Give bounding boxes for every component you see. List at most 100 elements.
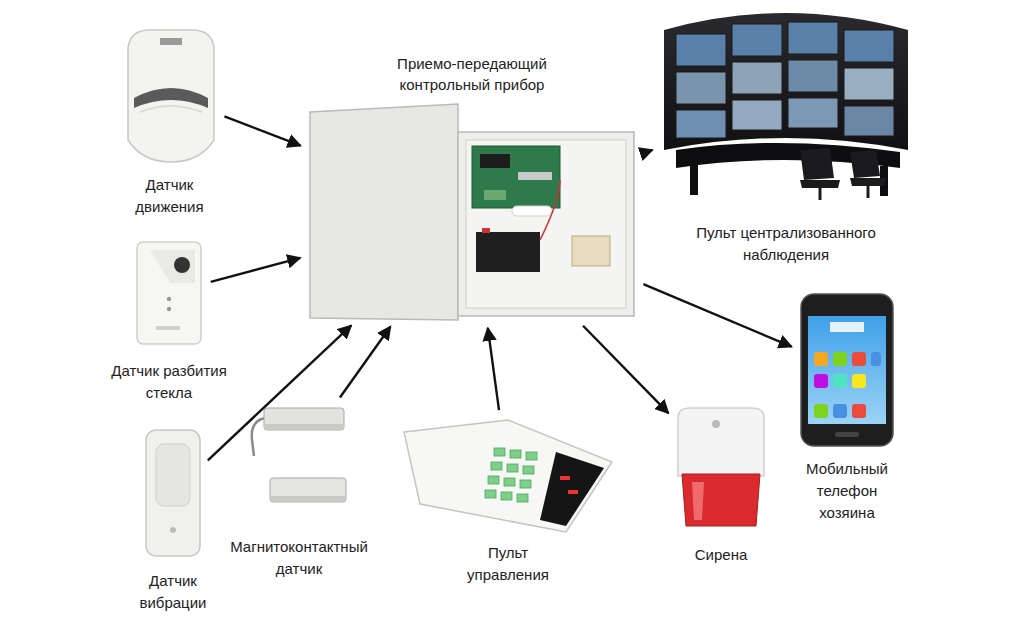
sensor-body <box>137 242 201 344</box>
app-icon <box>814 352 828 366</box>
keypad-button <box>491 462 502 470</box>
sensor-logo <box>156 326 180 330</box>
device-node: Датчик разбития стекла <box>135 240 203 346</box>
device-label: Приемо-передающий контрольный прибор <box>367 53 577 97</box>
device-node: Сирена <box>674 406 768 528</box>
device-node: Датчик движения <box>122 28 217 162</box>
keypad-buttons <box>485 448 537 502</box>
cable-slot <box>512 206 552 216</box>
video-screen <box>732 24 782 56</box>
phone-body <box>801 294 893 446</box>
keypad-button <box>507 464 518 472</box>
contact-part <box>264 408 344 430</box>
device-node: Датчик вибрации <box>144 428 202 558</box>
device-label: Пульт централизованного наблюдения <box>666 222 906 266</box>
device-node: Пульт управления <box>402 418 614 534</box>
keypad-led <box>560 476 570 480</box>
siren-body <box>678 408 764 476</box>
monitoring-station-picture <box>664 13 908 200</box>
keypad-led <box>568 490 578 494</box>
chair-leg <box>819 188 822 200</box>
glass-break-sensor-picture <box>137 242 201 344</box>
app-icon <box>871 352 881 366</box>
device-node: Магнитоконтактный датчик <box>250 404 348 506</box>
keypad-body <box>404 420 612 532</box>
sensor-body <box>128 30 214 162</box>
phone-clock <box>830 322 864 332</box>
video-screen <box>788 22 838 54</box>
keypad-button <box>526 452 537 460</box>
circuit-board <box>472 146 560 208</box>
keypad-display <box>540 452 604 526</box>
app-icon <box>852 404 866 418</box>
battery <box>476 232 540 272</box>
transformer <box>572 236 610 266</box>
video-screen <box>844 68 894 100</box>
arrow-connector <box>583 326 668 413</box>
video-screen <box>676 34 726 66</box>
device-label: Датчик вибрации <box>125 570 221 614</box>
chair <box>850 178 886 186</box>
siren-lamp <box>682 474 760 526</box>
device-node: Мобильный телефон хозяина <box>799 292 895 448</box>
app-icons <box>814 352 881 418</box>
magnet-part <box>270 496 346 502</box>
video-screen <box>676 110 726 138</box>
keypad-button <box>510 450 521 458</box>
board-part <box>484 190 506 200</box>
keypad-button <box>501 492 512 500</box>
sensor-led <box>167 307 171 311</box>
video-screen <box>788 60 838 92</box>
keypad-button <box>485 490 496 498</box>
keypad-button <box>517 494 528 502</box>
contact-part <box>264 424 344 430</box>
siren-led <box>712 420 720 428</box>
siren-picture <box>678 408 764 526</box>
keypad-button <box>523 466 534 474</box>
phone-screen <box>808 316 886 424</box>
arrow-connector <box>488 328 499 410</box>
video-screen <box>844 106 894 136</box>
chair <box>800 148 834 180</box>
arrow-connector <box>208 325 351 460</box>
arrow-connector <box>643 284 791 346</box>
keypad-button <box>504 478 515 486</box>
video-screen <box>676 72 726 104</box>
video-wall <box>664 13 908 150</box>
control-panel-picture <box>310 104 634 320</box>
chair <box>800 180 840 188</box>
battery-terminal <box>482 228 490 233</box>
panel-door <box>310 104 458 320</box>
desk-leg <box>690 165 698 195</box>
app-icon <box>814 374 828 388</box>
video-screen <box>732 62 782 94</box>
sensor-face <box>156 444 190 506</box>
device-label: Сирена <box>671 544 771 566</box>
video-screen <box>788 98 838 128</box>
sensor-body <box>146 430 200 556</box>
video-screens <box>676 22 894 138</box>
chair-leg <box>867 186 870 198</box>
panel-inner <box>466 140 626 308</box>
phone-button <box>835 432 859 437</box>
keypad-button <box>520 480 531 488</box>
device-label: Магнитоконтактный датчик <box>219 536 379 580</box>
device-node: Приемо-передающий контрольный прибор <box>308 104 636 320</box>
mobile-phone-picture <box>801 294 893 446</box>
sensor-led <box>167 297 171 301</box>
siren-highlight <box>692 482 704 520</box>
magnetic-contact-picture <box>252 408 346 502</box>
board-terminal <box>518 172 552 180</box>
app-icon <box>833 374 847 388</box>
sensor-edge <box>140 106 202 112</box>
device-node: Пульт централизованного наблюдения <box>660 6 912 202</box>
panel-box <box>458 132 634 316</box>
app-icon <box>833 404 847 418</box>
video-screen <box>732 100 782 130</box>
keypad-button <box>494 448 505 456</box>
video-screen <box>844 30 894 62</box>
app-icon <box>833 352 847 366</box>
arrow-connector <box>224 116 300 145</box>
